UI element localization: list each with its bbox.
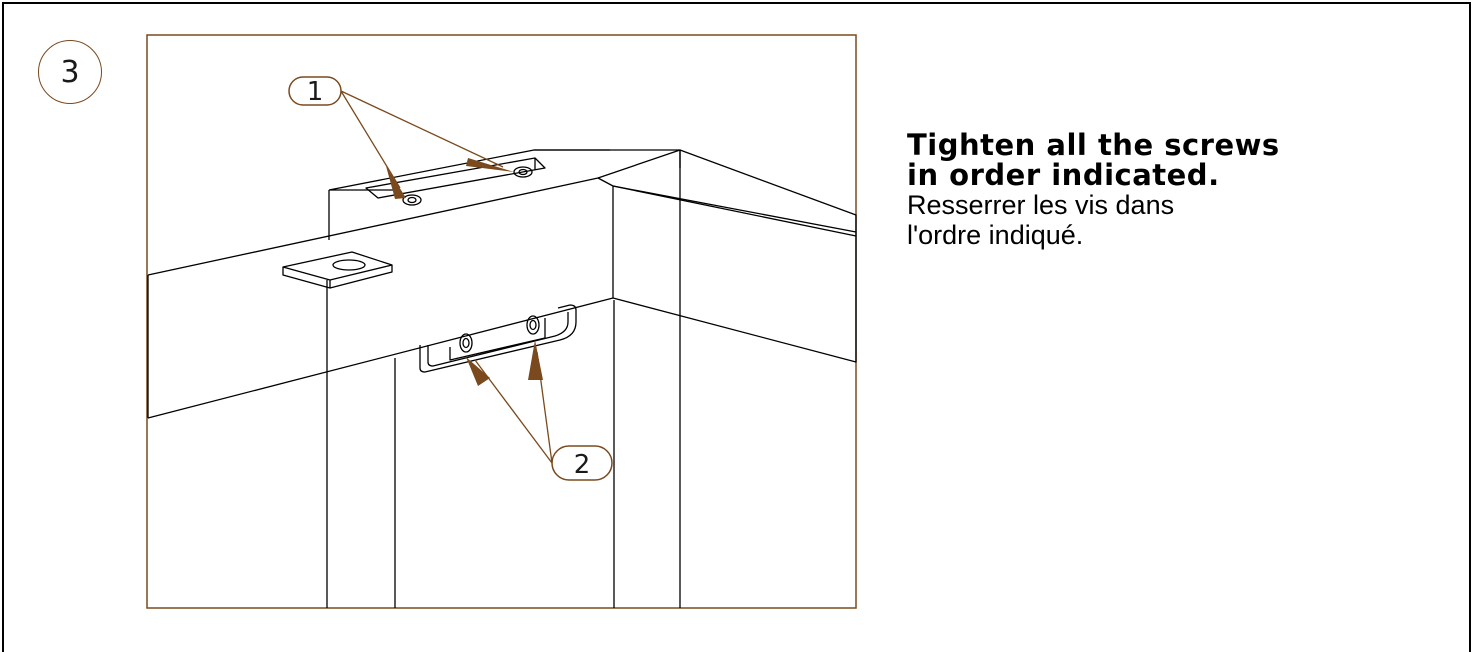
assembly-drawing: 1 2 — [146, 34, 857, 609]
arrow-1a — [386, 166, 406, 199]
front-rail — [147, 177, 614, 419]
callout-1-label: 1 — [307, 77, 324, 107]
callout-2-label: 2 — [574, 450, 591, 480]
instruction-subtitle-line-1: Resserrer les vis dans — [907, 190, 1175, 220]
arrow-1b — [466, 158, 514, 172]
instruction-title-line-1: Tighten all the screws — [907, 128, 1280, 162]
under-bracket — [419, 304, 577, 373]
callout-2: 2 — [466, 340, 613, 481]
step-number: 3 — [60, 54, 80, 90]
right-leg — [613, 300, 681, 608]
bracket-plate — [282, 251, 393, 289]
instruction-title-line-2: in order indicated. — [907, 158, 1220, 192]
arrow-2b — [528, 340, 543, 380]
screw-2a — [459, 333, 473, 353]
side-rail — [597, 149, 857, 233]
screw-2b — [526, 315, 540, 335]
screw-1a — [402, 194, 422, 206]
callout-1: 1 — [288, 76, 514, 199]
drawing-frame — [146, 34, 857, 609]
instruction-subtitle-line-2: l'ordre indiqué. — [907, 220, 1084, 250]
arrow-2a — [466, 357, 490, 386]
step-number-badge: 3 — [38, 40, 102, 104]
instructions: Tighten all the screws in order indicate… — [907, 130, 1427, 250]
left-leg — [326, 280, 396, 608]
